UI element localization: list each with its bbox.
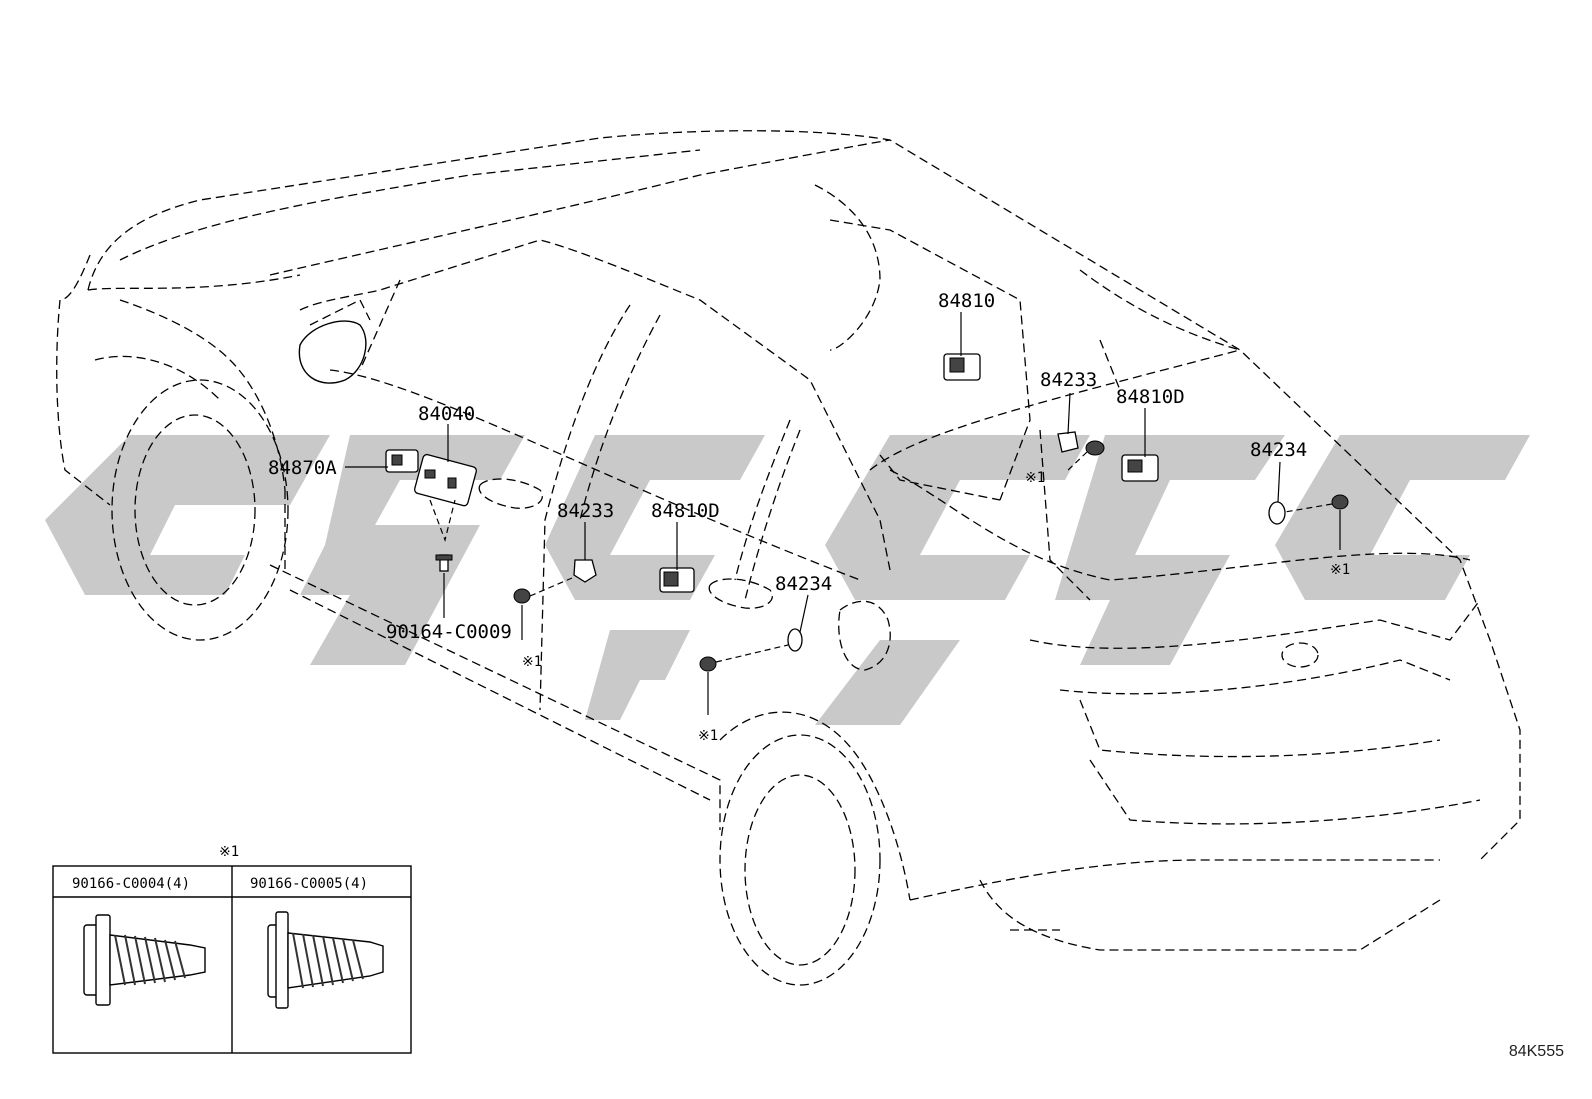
- diagram-code: 84K555: [1508, 1043, 1564, 1060]
- screw-right-84234[interactable]: [1284, 494, 1349, 513]
- inset-fastener-table: ※1 90166-C0004(4) 90166-C0005(4): [52, 844, 412, 1054]
- part-84870A-switch[interactable]: [385, 449, 419, 473]
- part-84234-right-clip[interactable]: [1268, 501, 1286, 525]
- inset-col-2-header: 90166-C0005(4): [250, 876, 368, 892]
- label-84233-left: 84233: [557, 500, 614, 522]
- part-84810-switch[interactable]: [943, 353, 981, 381]
- note-mark-right-upper: ※1: [1025, 470, 1045, 486]
- part-90164-screw[interactable]: [435, 554, 453, 572]
- part-84810D-center-switch[interactable]: [659, 567, 695, 593]
- label-84234-right: 84234: [1250, 439, 1307, 461]
- label-90164-C0009: 90164-C0009: [386, 621, 512, 643]
- part-84233-left-clip[interactable]: [573, 559, 597, 583]
- inset-caption: ※1: [219, 844, 239, 860]
- label-84234-center: 84234: [775, 573, 832, 595]
- part-84233-right-clip[interactable]: [1057, 431, 1079, 453]
- note-mark-left: ※1: [522, 654, 542, 670]
- part-84810D-right-switch[interactable]: [1121, 454, 1159, 482]
- part-84234-center-clip[interactable]: [787, 628, 803, 652]
- note-mark-center: ※1: [698, 728, 718, 744]
- label-84810D-center: 84810D: [651, 500, 720, 522]
- screw-right-84233[interactable]: [1067, 440, 1105, 471]
- bolt-90166-C0005-icon: [267, 911, 384, 1009]
- label-84233-right: 84233: [1040, 369, 1097, 391]
- screw-center-84234[interactable]: [699, 644, 789, 672]
- inset-col-1-header: 90166-C0004(4): [72, 876, 190, 892]
- label-84040: 84040: [418, 403, 475, 425]
- bolt-90166-C0004-icon: [83, 914, 206, 1006]
- label-84810: 84810: [938, 290, 995, 312]
- leader-lines: [345, 312, 1341, 715]
- note-mark-right: ※1: [1330, 562, 1350, 578]
- vehicle-outline: [56, 130, 1521, 986]
- screw-left-84233[interactable]: [513, 577, 573, 604]
- label-84870A: 84870A: [268, 457, 337, 479]
- watermark-logo: [45, 435, 1530, 725]
- label-84810D-right: 84810D: [1116, 386, 1185, 408]
- part-84040-lock-assembly[interactable]: [413, 453, 477, 543]
- callout-labels: 84040 84870A 90164-C0009 84233 84810D 84…: [268, 290, 1350, 744]
